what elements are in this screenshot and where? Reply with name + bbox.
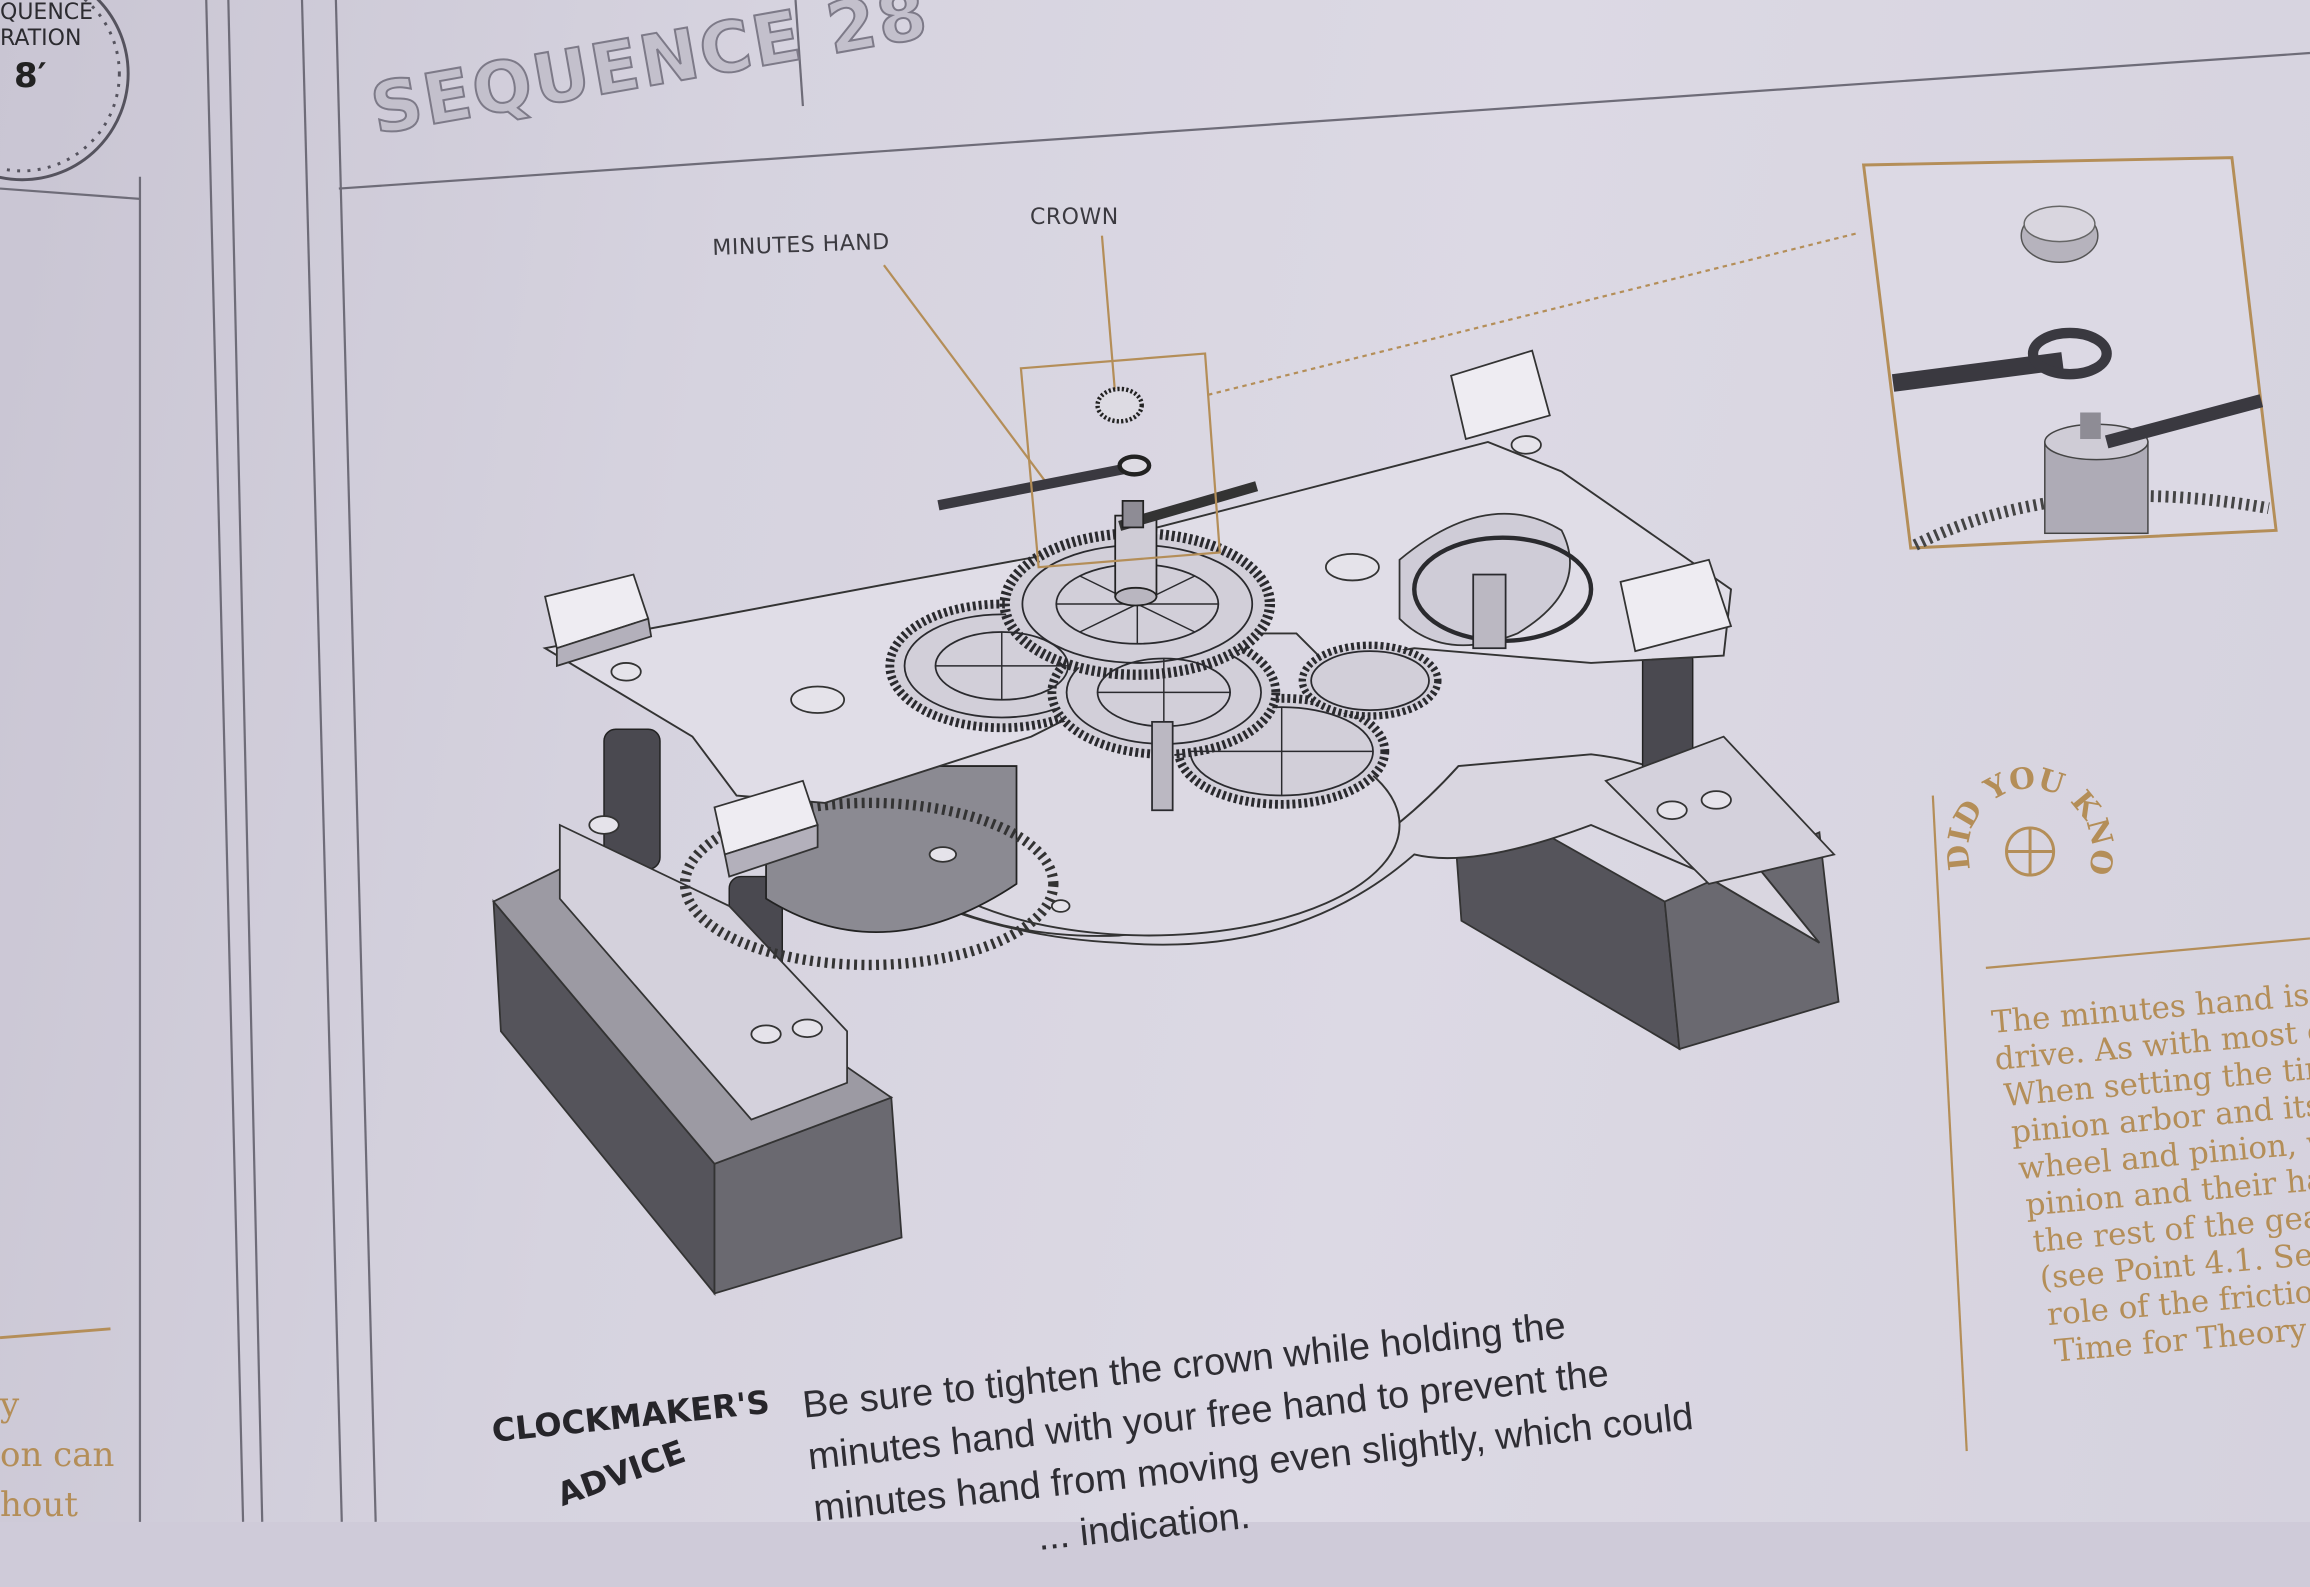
mainspring-barrel [679, 765, 1059, 971]
dial-label-line: RATION [0, 26, 82, 51]
did-you-know-text: The minutes hand is fit drive. As with m… [1990, 973, 2310, 1373]
crown-highlight-box [1019, 352, 1221, 569]
detail-inset [1861, 156, 2278, 551]
left-page-fragment: hout [0, 1485, 78, 1525]
dial-label: QUENCE RATION [0, 0, 93, 52]
gold-divider-horizontal [1985, 937, 2310, 969]
screws [588, 435, 1732, 1044]
corner-blocks [544, 349, 1733, 878]
left-page-fragment: y [0, 1385, 20, 1425]
sequence-duration-dial [0, 0, 130, 182]
gear-train [885, 528, 1594, 812]
left-page-fragment: on can [0, 1435, 115, 1475]
left-gold-rule [0, 1327, 111, 1340]
dial-value: 8′ [14, 56, 47, 96]
callout-crown: CROWN [1030, 205, 1119, 230]
gold-divider-vertical [1931, 795, 1968, 1452]
hands-assembly [937, 386, 1259, 607]
dial-label-line: QUENCE [0, 0, 94, 25]
left-page-text: y on can hout [0, 1380, 114, 1530]
page-edge-lines [0, 0, 2310, 1522]
callout-leaders [883, 231, 1860, 487]
clock-movement-illustration: DID YOU KNOW? [0, 0, 2310, 1522]
